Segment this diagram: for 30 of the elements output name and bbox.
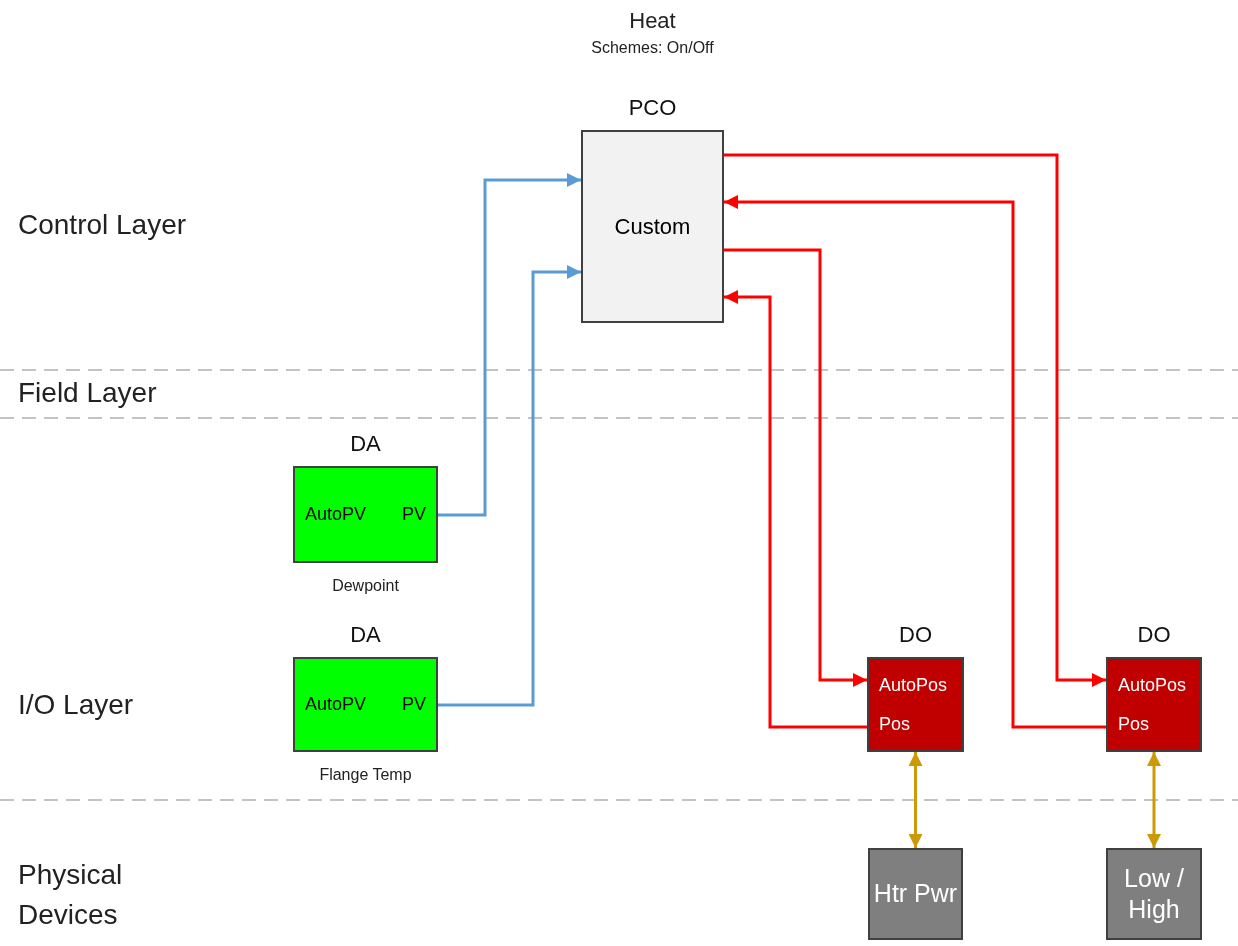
connector-arrow <box>724 290 867 729</box>
block-heading: DA <box>350 430 381 458</box>
connector-arrow <box>908 752 923 848</box>
layer-label: Control Layer <box>18 208 188 242</box>
block-caption: Dewpoint <box>332 576 399 596</box>
connector-arrow <box>724 248 867 687</box>
port-label: AutoPV <box>305 503 367 526</box>
port-label: AutoPV <box>305 693 367 716</box>
port-label: Pos <box>1118 713 1150 736</box>
port-label: PV <box>402 503 426 526</box>
connector-arrow <box>1147 752 1161 848</box>
block-heading: DO <box>899 621 932 649</box>
port-label: Custom <box>614 212 691 241</box>
block-caption: Flange Temp <box>319 765 412 785</box>
layer-label: Physical Devices <box>18 858 124 932</box>
group-title: Heat <box>629 7 676 35</box>
port-label: Htr Pwr <box>873 878 958 910</box>
layer-label: Field Layer <box>18 376 158 410</box>
group-subtitle: Schemes: On/Off <box>591 38 714 58</box>
port-label: AutoPos <box>879 673 948 696</box>
connector-arrow <box>438 265 581 707</box>
port-label: AutoPos <box>1118 673 1187 696</box>
block-heading: PCO <box>628 94 677 122</box>
port-label: PV <box>402 693 426 716</box>
connector-arrow <box>438 173 581 517</box>
block-heading: DO <box>1137 621 1171 649</box>
block-heading: DA <box>350 621 381 649</box>
port-label: Pos <box>879 713 911 736</box>
layer-label: I/O Layer <box>18 688 135 722</box>
port-label: Low / High <box>1123 862 1185 925</box>
